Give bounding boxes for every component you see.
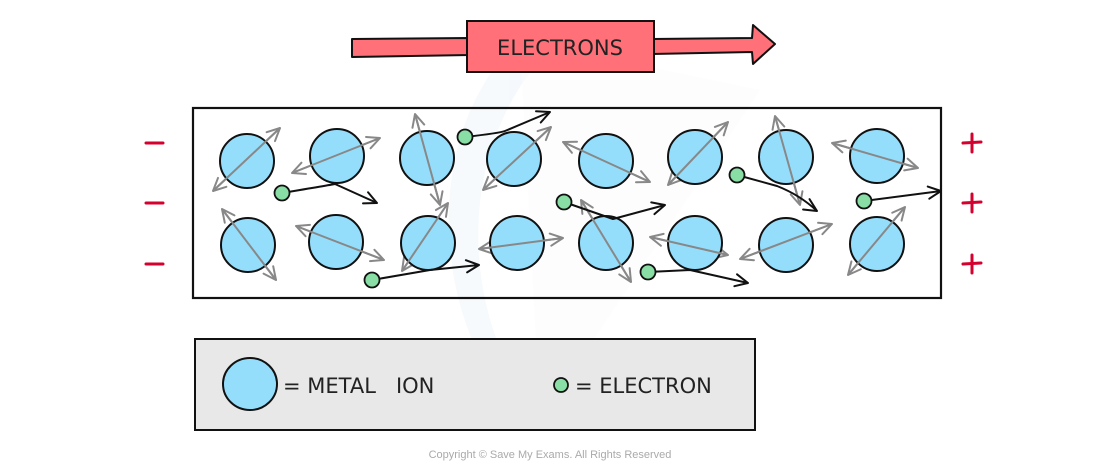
electron [273,184,291,202]
electron-path-line [281,183,378,204]
electron-path [647,269,749,288]
electron-path-head [535,110,551,124]
legend-metal-ion-label: = METAL ION [283,374,434,398]
vibration-shaft-overlay [414,113,441,206]
electron [855,192,873,210]
metal-ions [212,113,919,283]
vibration-shaft-overlay [847,206,906,276]
electrons [273,128,873,289]
metal-lattice-box [191,106,943,300]
electron-path-head [802,198,818,212]
electron-path-head [464,259,480,274]
electron [639,263,657,281]
legend-metal-ion-icon [222,357,278,411]
electron-path-line [563,201,666,220]
electron-flow-arrow: ELECTRONS [351,20,776,73]
positive-sign [961,253,983,275]
arrow-shaft-right-head [651,24,776,65]
vibration-shaft-overlay [667,121,729,186]
arrow-label-box [466,20,655,73]
vibration-shaft-overlay [831,142,919,169]
legend-box [194,338,756,431]
legend: = METAL ION = ELECTRON [194,338,756,431]
vibration-shaft-overlay [774,115,801,206]
electron-path-head [733,273,749,288]
electron-path-head [362,191,378,205]
arrow-shaft-left [351,37,471,58]
electron [728,166,746,184]
electron-path [371,259,480,281]
vibration-shaft-overlay [478,237,564,250]
vibration-shaft-overlay [401,202,449,272]
electron-path-line [863,190,942,202]
vibration-shaft-overlay [291,137,381,174]
electron-path-line [371,264,480,281]
electron [555,193,573,211]
electron-path [281,183,378,205]
positive-sign [961,132,983,154]
electron [456,128,474,146]
vibration-shaft-overlay [221,208,277,281]
vibration-shaft-overlay [739,223,833,260]
vibration-shaft-overlay [649,236,729,256]
electron-path-head [926,185,942,200]
vibration-shaft-overlay [580,199,632,283]
electron-path [863,185,942,202]
metal-ion [758,217,814,273]
metal-ion [578,215,634,271]
legend-electron-label: = ELECTRON [575,374,712,398]
electron [363,271,381,289]
negative-terminal [144,141,165,266]
arrow-label: ELECTRONS [497,36,623,60]
vibration-shaft-overlay [562,141,651,183]
electron-path [736,174,818,212]
vibration-shaft-overlay [212,127,281,192]
vibration-shaft-overlay [295,225,385,261]
positive-terminal [961,132,983,275]
electron-path [563,201,666,220]
copyright-notice: Copyright © Save My Exams. All Rights Re… [429,449,672,461]
metal-ion [489,215,545,271]
positive-sign [961,192,983,214]
legend-electron-icon [553,377,569,393]
electron-path-head [650,201,666,216]
electron-path-line [736,174,818,212]
electron-path-line [647,269,749,284]
vibration-shaft-overlay [482,126,552,191]
metal-ion [220,217,276,273]
metal-ion [667,215,723,271]
